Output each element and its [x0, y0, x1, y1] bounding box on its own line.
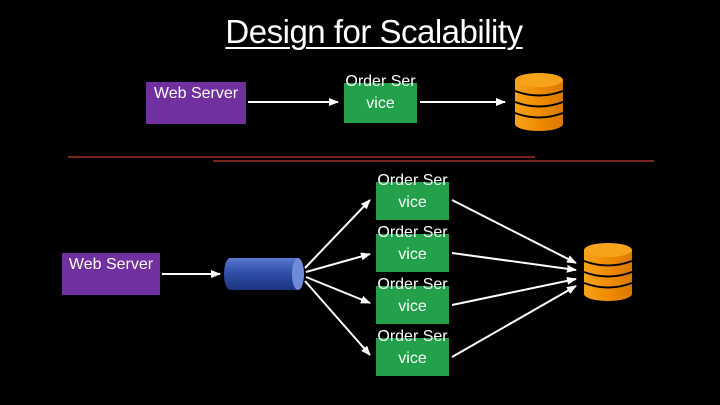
arrow-service-1-to-db	[451, 199, 577, 264]
order-service-label-1: Order Service	[377, 172, 448, 211]
database-icon	[583, 243, 633, 301]
arrow-service-2-to-db	[451, 252, 577, 273]
order-service-label-4: Order Service	[377, 328, 448, 367]
order-service-label-2: Order Service	[377, 224, 448, 263]
slide-title: Design for Scalability	[225, 13, 523, 50]
arrow-queue-to-service-1	[304, 199, 371, 269]
order-service-box-2: Order Service	[376, 224, 449, 272]
order-service-box-4: Order Service	[376, 328, 449, 376]
arrow-queue-to-service-2	[305, 252, 371, 273]
arrow-queue-to-service-3	[305, 276, 371, 304]
bottom-web-server-box: Web Server	[62, 253, 160, 295]
arrow-service-4-to-db	[451, 285, 577, 358]
order-service-box-3: Order Service	[376, 276, 449, 324]
arrow-service-3-to-db	[451, 276, 577, 306]
order-service-label-3: Order Service	[377, 276, 448, 315]
database-icon	[514, 73, 564, 131]
top-order-service-box: Order Service	[344, 73, 417, 123]
top-order-service-label: Order Service	[345, 73, 416, 112]
queue-cylinder-icon	[224, 258, 304, 290]
order-service-box-1: Order Service	[376, 172, 449, 220]
arrow-queue-to-service-4	[304, 280, 371, 356]
top-web-server-box: Web Server	[146, 82, 246, 124]
